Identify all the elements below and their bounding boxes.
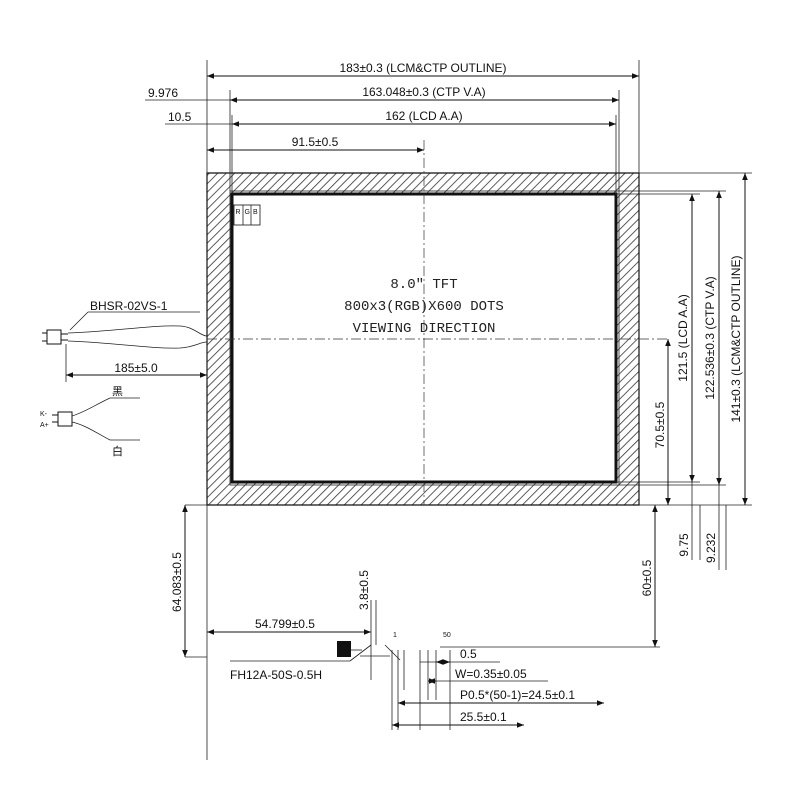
dim-fpc-width: 25.5±0.1 [460,710,507,724]
wire-black-label: 黑 [112,385,123,398]
backlight-cable: K- A+ 黑 白 [40,385,140,458]
dim-pin-pitch-total: P0.5*(50-1)=24.5±0.1 [460,688,575,702]
backlight-a-label: A+ [40,422,49,429]
panel-title: 8.0″ TFT [390,277,457,293]
fpc-area: 64.083±0.5 54.799±0.5 3.8±0.5 1 50 FH12A… [170,504,660,760]
touch-cable: BHSR-02VS-1 185±5.0 [42,299,208,382]
dim-fpc-54799: 54.799±0.5 [255,617,315,631]
backlight-k-label: K- [40,411,48,418]
dim-pin-width: W=0.35±0.05 [455,667,527,681]
dim-ctp-va-width: 163.048±0.3 (CTP V.A) [362,85,485,99]
panel-viewing-direction: VIEWING DIRECTION [353,321,496,337]
dim-left-offset-lcd: 10.5 [168,110,192,124]
dim-bottom-offset-ctp: 9.232 [704,533,718,563]
dim-fpc-38: 3.8±0.5 [357,570,371,610]
rgb-pixel-box: R G B [233,204,261,226]
dim-ctp-va-height: 122.536±0.3 (CTP V.A) [703,276,717,399]
touch-connector-label: BHSR-02VS-1 [90,299,168,313]
dim-cable-length: 185±5.0 [114,361,158,375]
rgb-label-g: G [245,209,250,216]
dim-lcd-aa-width: 162 (LCD A.A) [385,109,462,123]
top-dimensions: 183±0.3 (LCM&CTP OUTLINE) 163.048±0.3 (C… [145,60,640,194]
dim-fpc-60: 60±0.5 [640,559,654,596]
dim-outline-height: 141±0.3 (LCM&CTP OUTLINE) [729,255,743,422]
dim-half-width: 91.5±0.5 [292,135,339,149]
fpc-pin-1: 1 [393,632,397,639]
panel-resolution: 800x3(RGB)X600 DOTS [344,299,504,315]
fpc-connector-label: FH12A-50S-0.5H [230,668,322,682]
dim-pitch-05: 0.5 [460,647,477,661]
right-dimensions: 121.5 (LCD A.A) 122.536±0.3 (CTP V.A) 14… [616,172,752,570]
dim-lcd-aa-height: 121.5 (LCD A.A) [676,294,690,381]
dim-fpc-offset-left: 64.083±0.5 [170,552,184,612]
dim-half-height: 70.5±0.5 [653,401,667,448]
rgb-label-r: R [236,209,241,216]
dim-bottom-offset-lcd: 9.75 [677,533,691,557]
fpc-pin-50: 50 [443,632,451,639]
wire-white-label: 白 [112,444,123,458]
dim-outline-width: 183±0.3 (LCM&CTP OUTLINE) [339,61,506,75]
dim-left-offset-ctp: 9.976 [148,86,178,100]
rgb-label-b: B [253,209,258,216]
